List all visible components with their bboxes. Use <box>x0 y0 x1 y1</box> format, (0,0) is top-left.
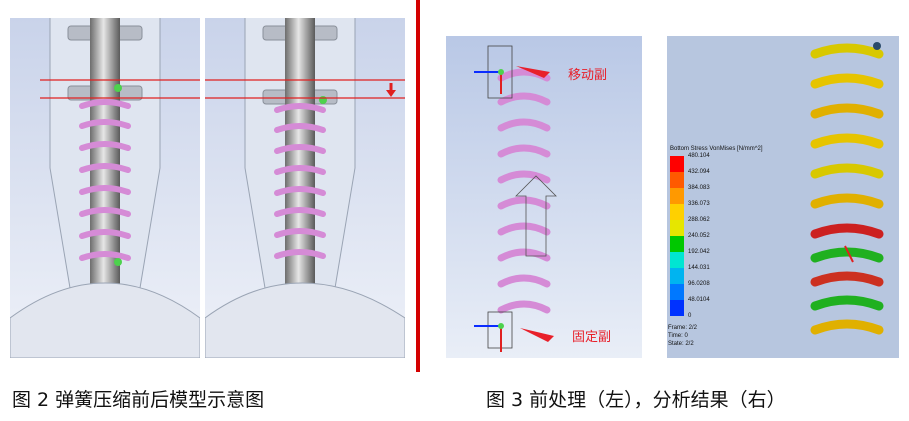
legend-tick: 192.042 <box>688 249 710 255</box>
legend-tick: 480.104 <box>688 153 710 159</box>
legend-title: Bottom Stress VonMises [N/mm^2] <box>670 146 763 152</box>
stress-legend: Bottom Stress VonMises [N/mm^2] 480.104 … <box>668 146 798 356</box>
fig2-before-panel <box>10 18 200 358</box>
legend-swatch-6 <box>670 252 684 268</box>
legend-swatch-5 <box>670 236 684 252</box>
moving-pair-label: 移动副 <box>568 68 608 83</box>
red-divider <box>416 0 420 372</box>
fig3-result-panel <box>667 36 899 358</box>
spring-preprocess-model <box>446 36 642 358</box>
legend-swatch-8 <box>670 284 684 300</box>
fixed-pair-label: 固定副 <box>572 330 612 345</box>
status-frame: Frame: 2/2 <box>668 325 698 331</box>
legend-tick: 240.052 <box>688 233 710 239</box>
status-state: State: 2/2 <box>668 341 694 347</box>
stress-result-model <box>667 36 899 358</box>
legend-tick: 96.0208 <box>688 281 710 287</box>
legend-swatch-4 <box>670 220 684 236</box>
spring-coils-after <box>274 103 326 259</box>
fig3-caption: 图 3 前处理（左），分析结果（右） <box>486 389 786 411</box>
fig2-after-panel <box>205 18 405 358</box>
legend-tick: 288.062 <box>688 217 710 223</box>
legend-swatch-9 <box>670 300 684 316</box>
legend-swatch-3 <box>670 204 684 220</box>
status-time: Time: 0 <box>668 333 688 339</box>
spring-coils-before <box>79 99 131 261</box>
legend-tick: 144.031 <box>688 265 710 271</box>
spring-model-after <box>205 18 405 358</box>
legend-tick: 384.083 <box>688 185 710 191</box>
legend-swatch-2 <box>670 188 684 204</box>
legend-tick: 432.094 <box>688 169 710 175</box>
legend-swatch-7 <box>670 268 684 284</box>
fig3-preprocess-panel <box>446 36 642 358</box>
legend-tick: 336.073 <box>688 201 710 207</box>
spring-model-before <box>10 18 200 358</box>
legend-swatch-1 <box>670 172 684 188</box>
legend-swatch-0 <box>670 156 684 172</box>
legend-tick: 0 <box>688 313 692 319</box>
legend-tick: 48.0104 <box>688 297 710 303</box>
fig2-caption: 图 2 弹簧压缩前后模型示意图 <box>12 389 265 411</box>
